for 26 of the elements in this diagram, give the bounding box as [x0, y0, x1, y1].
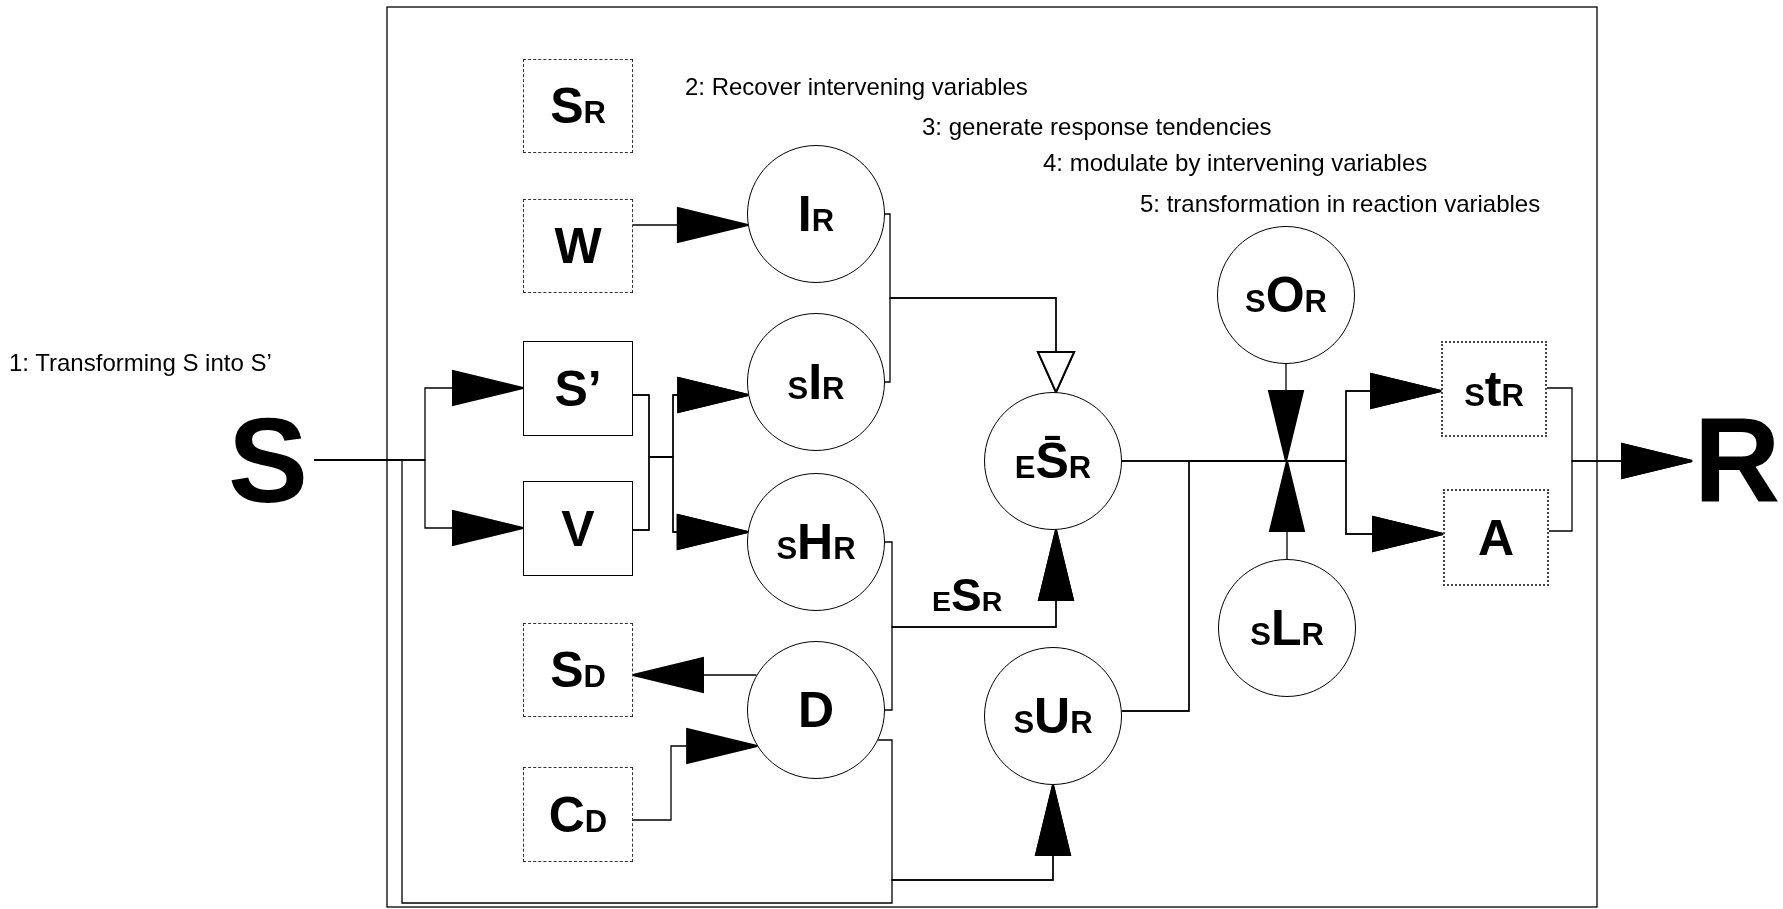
- arrow: [1269, 460, 1305, 560]
- arrow: [877, 739, 1071, 881]
- arrow: [632, 657, 758, 693]
- symbol-label: S: [227, 400, 308, 520]
- dotted-box: [1443, 489, 1549, 586]
- dashed-box: [523, 623, 633, 717]
- symbol-label: R: [1693, 400, 1781, 520]
- process-box: [523, 481, 633, 576]
- symbol-label: D: [797, 685, 835, 735]
- arrow: [1121, 460, 1444, 712]
- dashed-box: [523, 767, 633, 862]
- dashed-box: [523, 59, 633, 153]
- arrow: [884, 528, 1074, 711]
- process-box: [523, 341, 633, 436]
- symbol-label: W: [554, 221, 602, 271]
- symbol-label: V: [561, 503, 595, 554]
- arrow: [632, 456, 749, 550]
- dotted-box: [1441, 341, 1547, 437]
- arrow: [884, 297, 1075, 394]
- symbol-label: A: [1477, 512, 1515, 563]
- symbol-label: S’: [554, 363, 602, 414]
- arrow: [1548, 443, 1693, 532]
- arrow: [632, 728, 759, 821]
- dashed-box: [523, 199, 633, 293]
- arrow: [632, 207, 749, 243]
- arrow: [1268, 363, 1304, 462]
